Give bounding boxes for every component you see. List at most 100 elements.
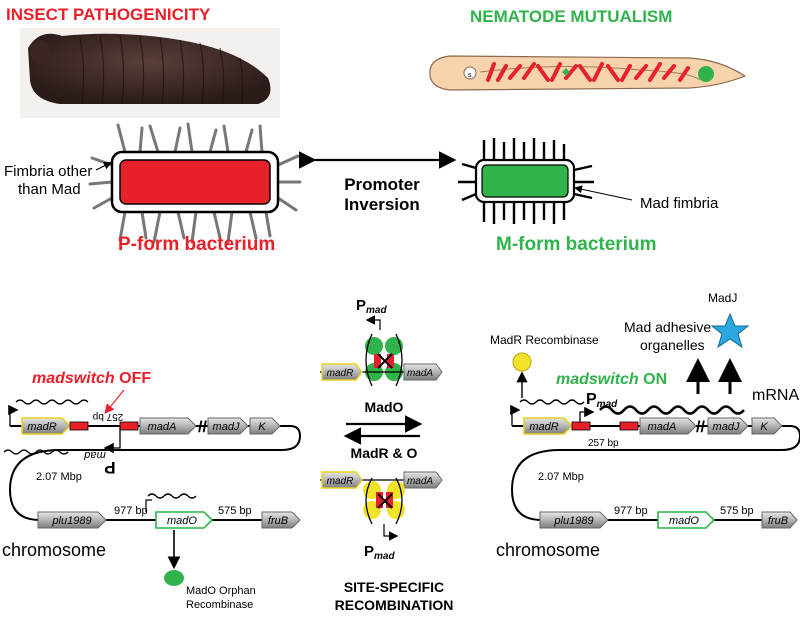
gene-K-left: K (249, 417, 281, 435)
p-form-bacterium (88, 122, 302, 244)
gene-fruB-left: fruB (261, 511, 301, 529)
gene-madA-center-bottom: madA (403, 471, 443, 489)
svg-text:madR: madR (27, 421, 56, 433)
madswitch-on-label: madswitch ON (556, 371, 667, 388)
svg-text:K: K (258, 421, 266, 433)
madO-orphan-label-2: Recombinase (186, 599, 253, 611)
svg-text:madR: madR (327, 368, 354, 379)
p-mad-center-bottom: Pmad (364, 543, 395, 562)
inverted-repeat-right-2 (619, 421, 639, 431)
inverted-repeat-right-1 (571, 421, 591, 431)
svg-text:madO: madO (167, 515, 197, 527)
symbiont-cluster-green (698, 66, 714, 82)
madO-reaction-label: MadO (365, 399, 404, 415)
gene-madO-left: madO (155, 511, 214, 529)
adhesive-label-1: Mad adhesive (624, 319, 711, 335)
svg-text:madR: madR (327, 476, 354, 487)
bp-977-left: 977 bp (114, 505, 148, 517)
svg-text://: // (696, 419, 705, 436)
chromosome-left-label: chromosome (2, 540, 106, 560)
svg-text:madA: madA (148, 421, 177, 433)
gene-madJ-right: madJ (707, 417, 749, 435)
recombination-label: RECOMBINATION (335, 597, 454, 613)
p-mad-left-label: P (104, 458, 115, 477)
mbp-right: 2.07 Mbp (538, 471, 584, 483)
madO-transcript-wave (147, 493, 197, 499)
svg-text:fruB: fruB (268, 515, 288, 527)
mrna-label: mRNA (752, 387, 799, 404)
gene-madA-left: madA (139, 417, 197, 435)
mbp-left: 2.07 Mbp (36, 471, 82, 483)
nematode-illustration: s (429, 55, 747, 91)
svg-text://: // (198, 419, 207, 436)
promoter-right (579, 406, 595, 426)
m-form-bacterium (458, 138, 594, 224)
svg-text:madJ: madJ (213, 421, 240, 433)
madJ-star-icon (710, 312, 750, 349)
svg-text:s: s (468, 72, 472, 79)
fimbria-other-pointer (95, 162, 112, 171)
chromosome-right-label: chromosome (496, 540, 600, 560)
madR-protein-dot (512, 352, 532, 372)
svg-text:madA: madA (407, 368, 433, 379)
adhesive-label-2: organelles (640, 337, 705, 353)
madRO-reaction-label: MadR & O (351, 445, 418, 461)
gene-madR-right: madR (523, 417, 574, 435)
svg-text:madO: madO (669, 515, 699, 527)
inversion-label: Inversion (344, 195, 420, 214)
synaptic-complex-green (365, 333, 403, 387)
synaptic-complex-yellow (363, 477, 405, 525)
madswitch-off-label: madswitch OFF (32, 370, 151, 387)
gene-madR-center-top: madR (321, 363, 363, 381)
fimbria-other-label-2: than Mad (18, 181, 81, 198)
svg-text:K: K (760, 421, 768, 433)
gene-madJ-left: madJ (207, 417, 249, 435)
svg-text:madJ: madJ (713, 421, 740, 433)
gene-madR-center-bottom: madR (321, 471, 363, 489)
bp-257-right: 257 bp (588, 438, 619, 449)
promoter-left-inverted (103, 426, 121, 454)
madJ-label: MadJ (708, 291, 737, 305)
madR-transcript-wave (519, 399, 585, 405)
madR-recombinase-label: MadR Recombinase (490, 333, 599, 347)
svg-text:madR: madR (529, 421, 558, 433)
inverted-repeat-left-1 (69, 421, 89, 431)
site-specific-label: SITE-SPECIFIC (344, 579, 444, 595)
gene-plu1989-right: plu1989 (539, 511, 609, 529)
symbiont-bacteria-red (486, 62, 690, 82)
caterpillar-image (20, 28, 280, 118)
gene-fruB-right: fruB (761, 511, 798, 529)
svg-text:madA: madA (648, 421, 677, 433)
svg-text:plu1989: plu1989 (51, 515, 91, 527)
bp-977-right: 977 bp (614, 505, 648, 517)
svg-text:mad: mad (83, 449, 105, 461)
bp-575-right: 575 bp (720, 505, 754, 517)
chromosome-line-left (8, 425, 302, 521)
mad-fimbria-label: Mad fimbria (640, 195, 719, 212)
svg-text:fruB: fruB (768, 515, 788, 527)
bp-257-left: 257 bp (92, 411, 123, 422)
gene-madA-center-top: madA (403, 363, 443, 381)
p-mad-right-label: Pmad (586, 391, 618, 410)
gene-plu1989-left: plu1989 (37, 511, 107, 529)
m-form-label: M-form bacterium (496, 234, 656, 255)
bp-575-left: 575 bp (218, 505, 252, 517)
mrna-wave (599, 405, 745, 415)
mad-fimbria-pointer (574, 185, 633, 201)
svg-text:plu1989: plu1989 (553, 515, 593, 527)
promoter-label: Promoter (344, 175, 420, 194)
svg-text:madA: madA (407, 476, 433, 487)
off-red-pointer (104, 389, 125, 414)
insect-pathogenicity-heading: INSECT PATHOGENICITY (6, 5, 211, 24)
chromosome-line-right (510, 425, 800, 521)
madO-protein-dot (164, 570, 184, 586)
transcript-wave-top (15, 399, 89, 405)
gene-madO-right: madO (657, 511, 716, 529)
nematode-mutualism-heading: NEMATODE MUTUALISM (470, 7, 672, 26)
inverted-repeat-left-2 (119, 421, 139, 431)
gene-madA-right: madA (639, 417, 697, 435)
madO-orphan-label-1: MadO Orphan (186, 585, 256, 597)
gene-madR-left: madR (21, 417, 72, 435)
fimbria-other-label-1: Fimbria other (4, 163, 92, 180)
